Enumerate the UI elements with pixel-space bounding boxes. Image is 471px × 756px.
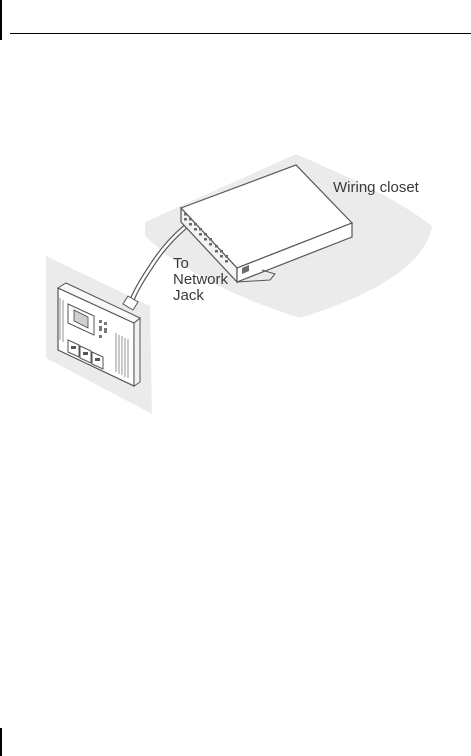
to-network-jack-label-line-1: To xyxy=(173,256,189,271)
to-network-jack-label-line-3: Jack xyxy=(173,288,204,303)
wiring-closet-label: Wiring closet xyxy=(333,180,419,195)
to-network-jack-label-line-2: Network xyxy=(173,272,228,287)
